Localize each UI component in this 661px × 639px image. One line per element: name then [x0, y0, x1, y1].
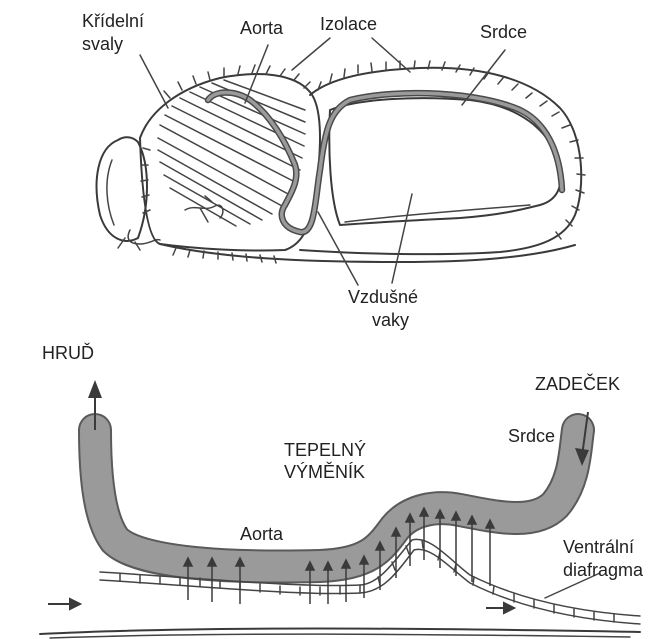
thorax-label: HRUĎ — [42, 343, 94, 363]
aorta-label-bottom: Aorta — [240, 524, 284, 544]
insect-body-drawing — [97, 61, 585, 263]
bottom-flow-arrows — [48, 599, 514, 613]
aorta-label-top: Aorta — [240, 18, 284, 38]
ventral-diaphragm-label-line2: diafragma — [563, 560, 644, 580]
ground-line — [40, 629, 640, 635]
heat-exchanger-schematic — [40, 380, 640, 638]
heat-exchanger-label-line1: TEPELNÝ — [284, 440, 366, 460]
wing-muscles-label-line2: svaly — [82, 34, 123, 54]
heart-label-top: Srdce — [480, 22, 527, 42]
insulation-hairs — [141, 61, 585, 263]
ventral-diaphragm-label-line1: Ventrální — [563, 537, 634, 557]
wing-muscles-label-line1: Křídelní — [82, 11, 144, 31]
insulation-label: Izolace — [320, 14, 377, 34]
air-sacs-label-line2: vaky — [372, 310, 409, 330]
heart-label-bottom: Srdce — [508, 426, 555, 446]
air-sacs-label-line1: Vzdušné — [348, 287, 418, 307]
heat-exchanger-label-line2: VÝMĚNÍK — [284, 462, 365, 482]
insect-head — [97, 137, 147, 241]
abdomen-label: ZADEČEK — [535, 373, 620, 394]
